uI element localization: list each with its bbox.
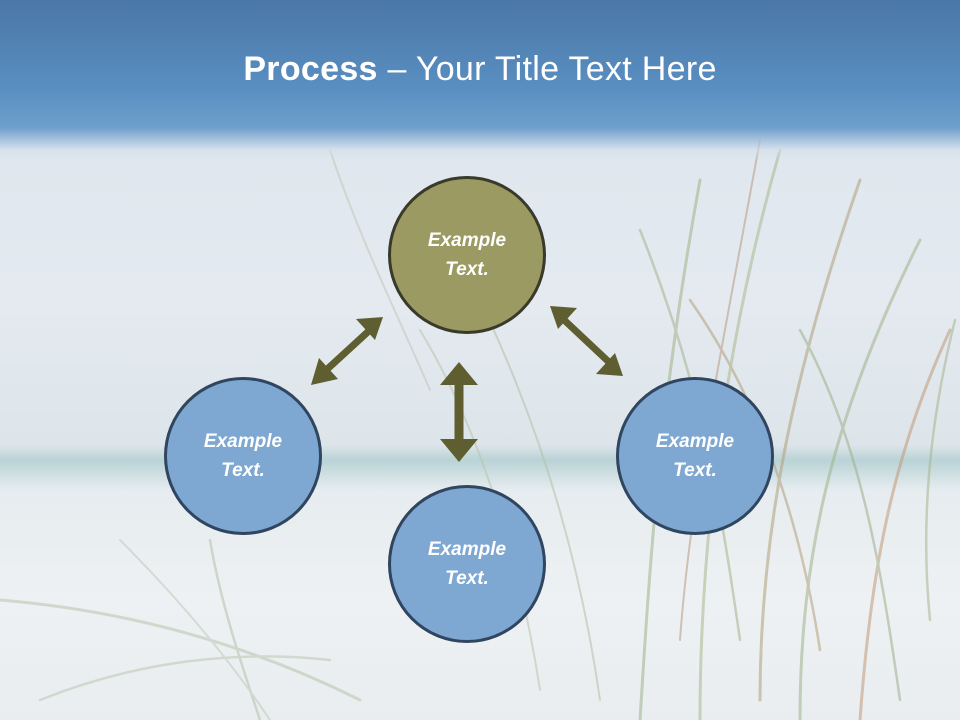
- double-arrow-icon: [550, 306, 623, 376]
- double-arrow-icon: [311, 317, 383, 385]
- process-node-left[interactable]: Example Text.: [164, 377, 322, 535]
- node-line-2: Text.: [221, 460, 265, 481]
- slide-title: Process – Your Title Text Here: [0, 50, 960, 89]
- node-line-2: Text.: [673, 460, 717, 481]
- node-line-1: Example: [203, 431, 283, 452]
- node-line-1: Example: [427, 230, 507, 251]
- header-band: [0, 0, 960, 160]
- double-arrow-icon: [440, 362, 478, 462]
- process-node-bottom[interactable]: Example Text.: [388, 485, 546, 643]
- node-line-1: Example: [655, 431, 735, 452]
- node-line-1: Example: [427, 539, 507, 560]
- process-node-top[interactable]: Example Text.: [388, 176, 546, 334]
- node-line-2: Text.: [445, 568, 489, 589]
- title-bold: Process: [243, 50, 378, 88]
- node-line-2: Text.: [445, 259, 489, 280]
- title-rest: – Your Title Text Here: [377, 50, 717, 88]
- process-node-right[interactable]: Example Text.: [616, 377, 774, 535]
